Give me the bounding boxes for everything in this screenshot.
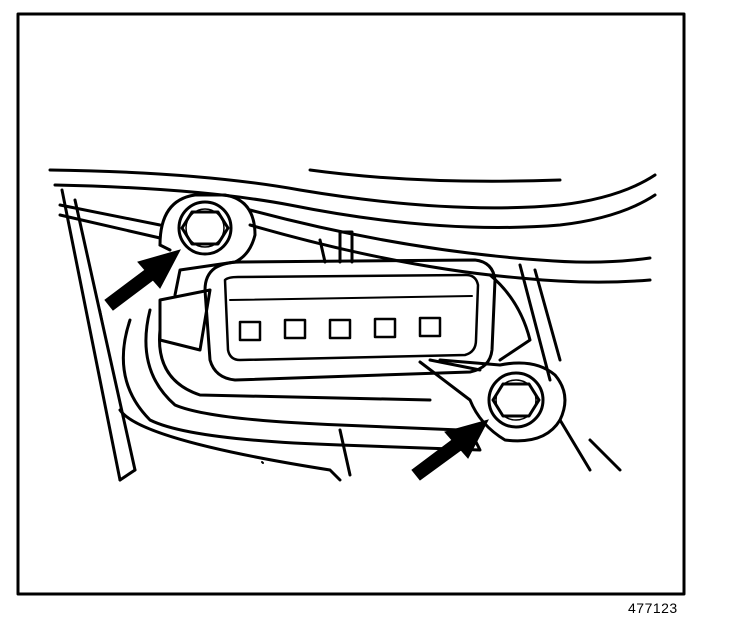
sensor-body xyxy=(428,358,482,372)
connector-tab xyxy=(338,230,354,264)
connector-terminal xyxy=(418,316,442,338)
housing-contour xyxy=(53,183,657,229)
figure-id-label: 477123 xyxy=(628,600,678,616)
arrow-lower-bolt xyxy=(411,419,489,481)
connector-terminal xyxy=(283,318,307,340)
connector-terminal xyxy=(238,320,262,342)
detail-mark xyxy=(261,461,264,464)
connector-terminal xyxy=(328,318,352,340)
housing-contour xyxy=(58,203,162,227)
base-edge xyxy=(338,428,352,477)
lower-bolt-washer xyxy=(487,371,545,429)
housing-contour xyxy=(58,213,162,240)
housing-contour xyxy=(48,168,657,210)
housing-edge xyxy=(60,188,122,482)
housing-contour xyxy=(308,168,562,183)
upper-mounting-bolt xyxy=(180,210,230,246)
lower-mounting-ear xyxy=(418,358,567,443)
housing-edge xyxy=(533,268,562,362)
upper-mounting-ear xyxy=(158,193,257,297)
detail-mark xyxy=(588,438,622,472)
connector-inner-edge xyxy=(229,295,473,301)
upper-bolt-washer-inner xyxy=(185,208,225,248)
connector-tab xyxy=(318,238,327,264)
housing-edge xyxy=(558,418,592,472)
lower-bolt-washer-inner xyxy=(495,379,537,421)
gasket-outline xyxy=(144,308,462,432)
base-edge xyxy=(118,408,342,482)
upper-bolt-washer xyxy=(177,200,233,256)
housing-edge xyxy=(99,309,105,331)
housing-contour xyxy=(248,208,652,264)
arrow-upper-bolt xyxy=(104,249,181,311)
figure-border xyxy=(16,12,686,596)
gasket-outline xyxy=(121,318,482,452)
connector-terminal xyxy=(373,317,397,339)
housing-edge xyxy=(518,263,552,382)
housing-contour xyxy=(248,223,652,284)
base-edge xyxy=(118,468,137,482)
upper-mounting-ear xyxy=(158,243,172,252)
housing-edge xyxy=(73,198,137,472)
electrical-connector xyxy=(223,273,480,362)
sensor-body xyxy=(158,288,212,352)
